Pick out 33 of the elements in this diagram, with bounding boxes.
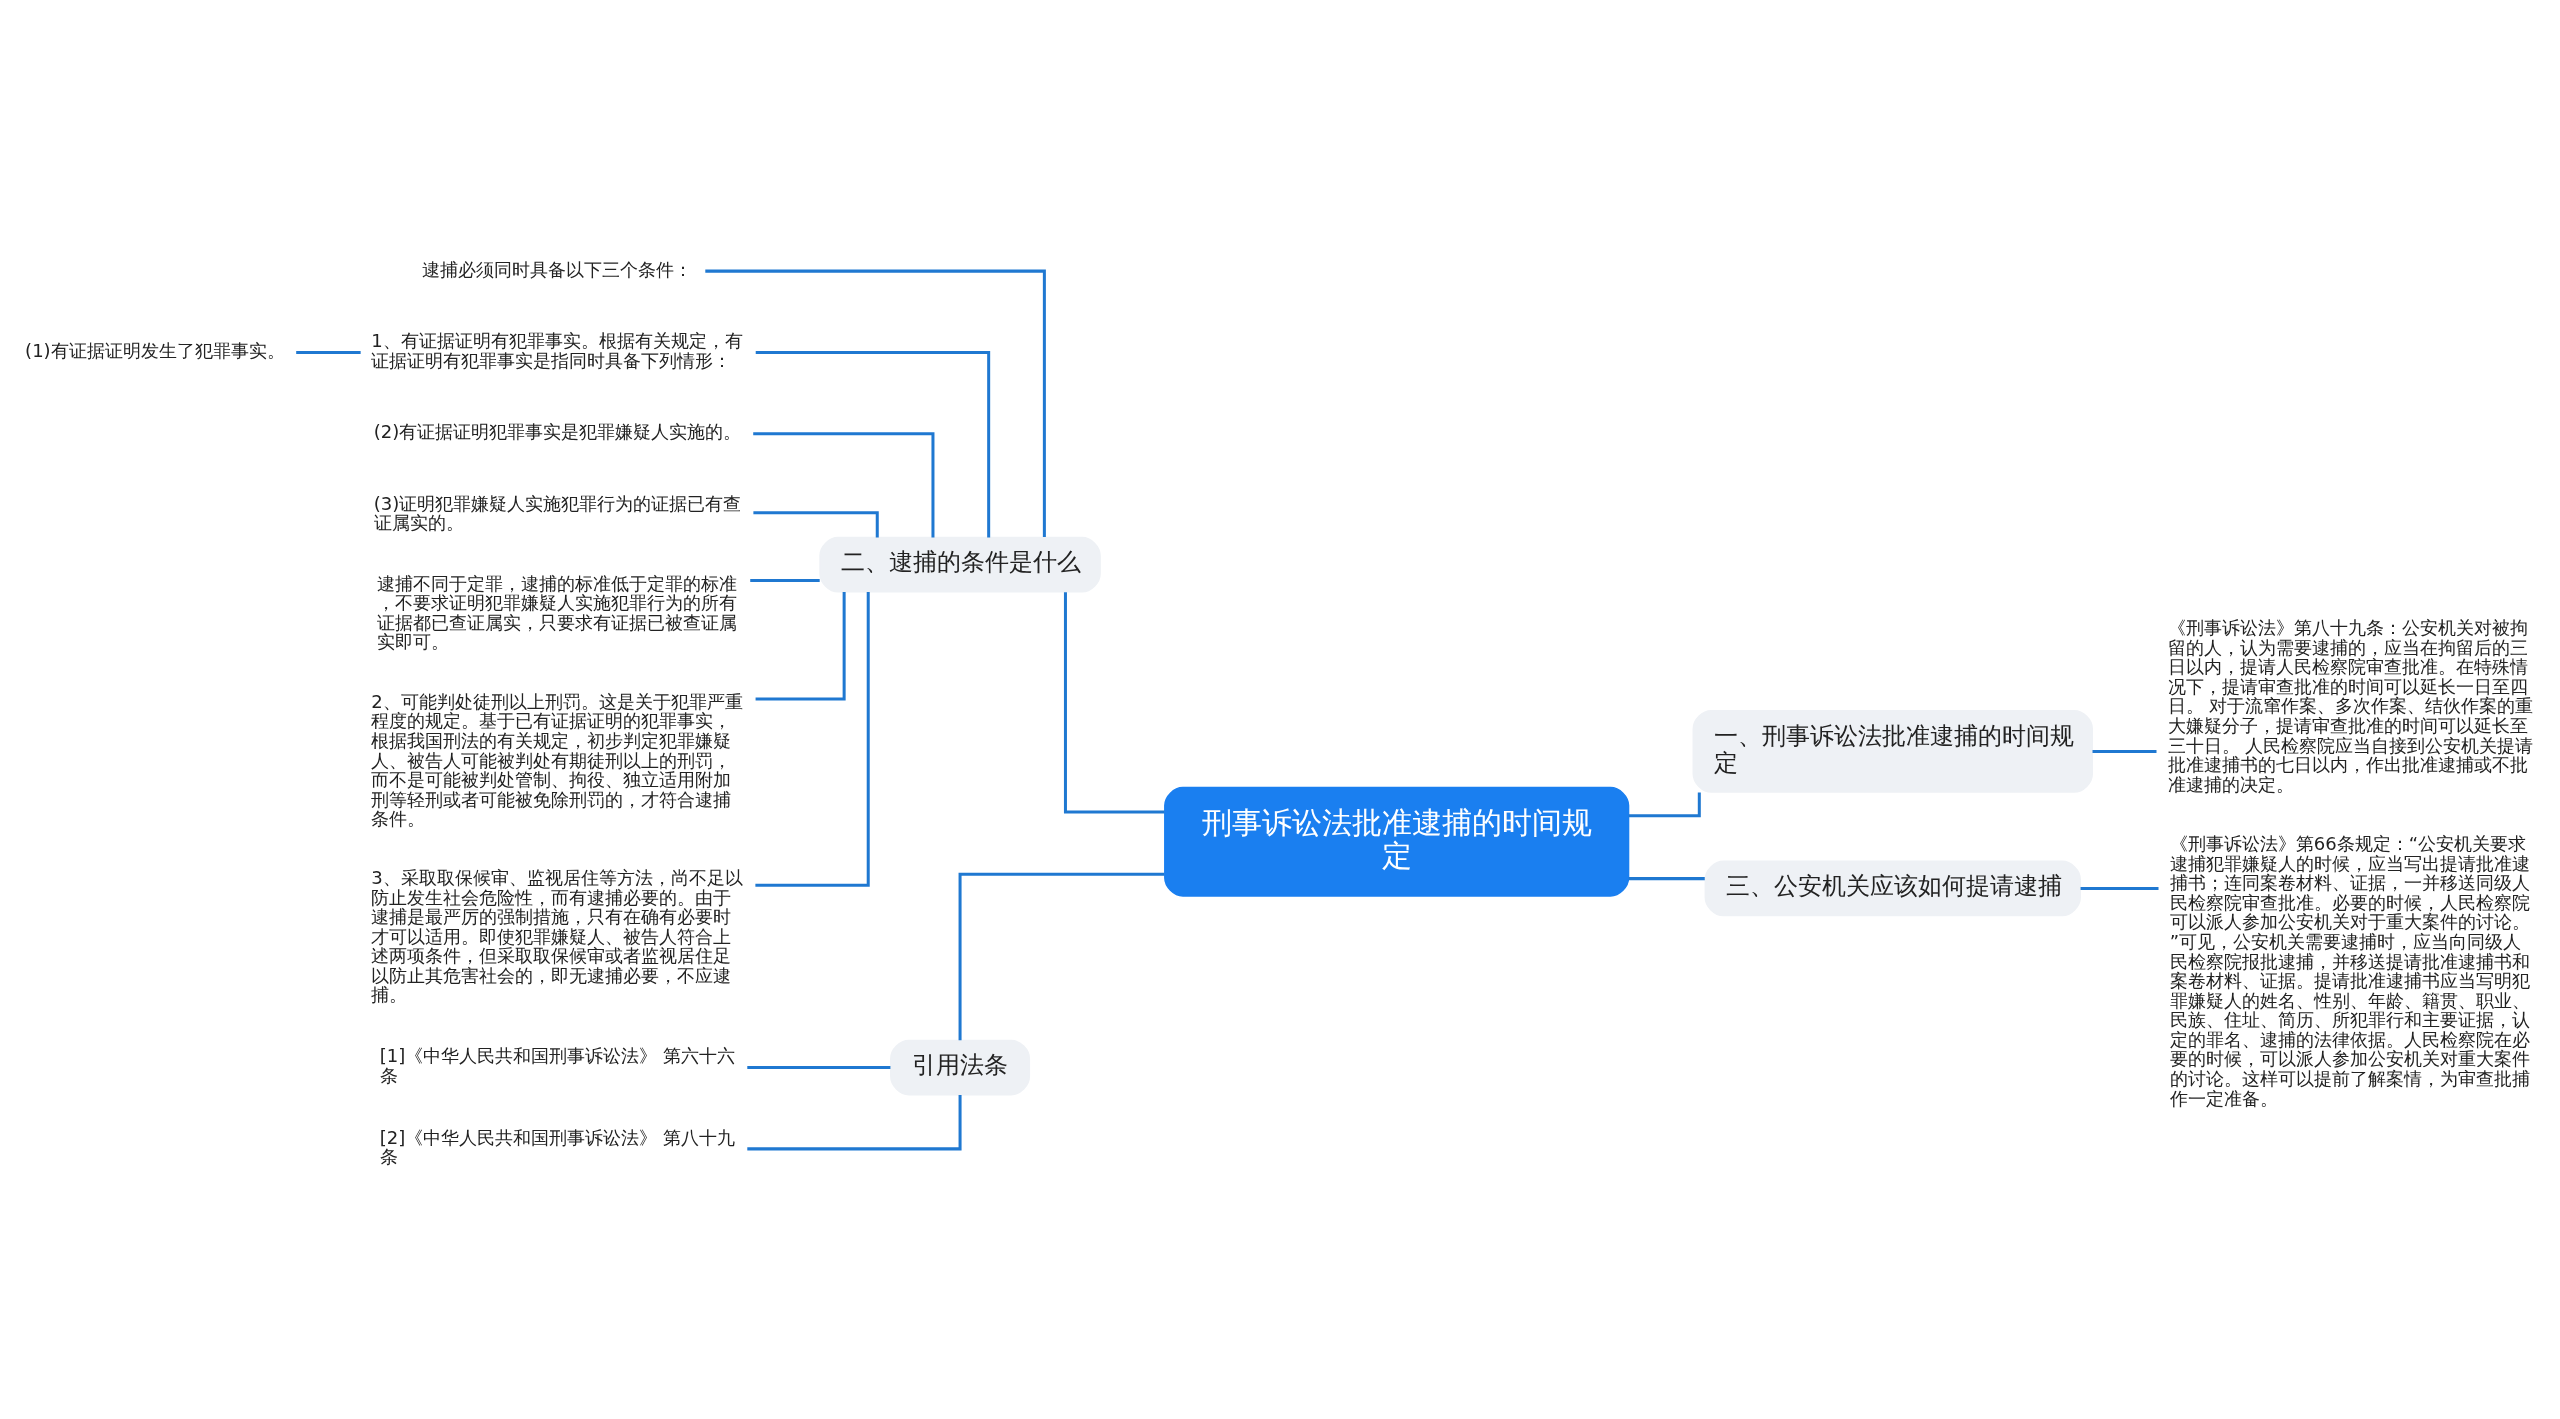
connector (755, 350, 991, 537)
node-text: (3)证明犯罪嫌疑人实施犯罪行为的证据已有查证属实的。 (373, 492, 742, 533)
node-text: 逮捕必须同时具备以下三个条件： (421, 258, 692, 280)
node-text: 2、可能判处徒刑以上刑罚。这是关于犯罪严重程度的规定。基于已有证据证明的犯罪事实，根据我国刑法的有关规定，初步判定犯罪嫌疑人、被告人可能被判处有期徒刑以上的刑罚，而不是可能被判处管制、拘役、独立适用附加刑等轻刑或者可能被免除刑罚的，才符合逮捕条件。 (371, 690, 743, 829)
connector (755, 591, 846, 701)
node-text: 3、采取取保候审、监视居住等方法，尚不足以防止发生社会危险性，而有逮捕必要的。由于逮捕是最严厉的强制措施，只有在确有必要时才可以适用。即使犯罪嫌疑人、被告人符合上述两项条件，但采取取保候审或者监视居住足以防止其危害社会的，即无逮捕必要，不应逮捕。 (371, 866, 743, 1005)
connector (753, 510, 879, 537)
node-text: 逮捕不同于定罪，逮捕的标准低于定罪的标准，不要求证明犯罪嫌疑人实施犯罪行为的所有证据都已查证属实，只要求有证据已被查证属实即可。 (376, 572, 737, 652)
connector (2080, 886, 2159, 890)
connector (2092, 749, 2157, 753)
node-box: 一、刑事诉讼法批准逮捕的时间规定 (1692, 709, 2093, 793)
node-text: 《刑事诉讼法》第66条规定：“公安机关要求逮捕犯罪嫌疑人的时候，应当写出提请批准逮捕书；连同案卷材料、证据，一并移送同级人民检察院审查批准。必要的时候，人民检察院可以派人参加公安机关对于重大案件的讨论。”可见，公安机关需要逮捕时，应当向同级人民检察院报批逮捕，并移送提请批准逮捕书和案卷材料、证据。提请批准逮捕书应当写明犯罪嫌疑人的姓名、性别、年龄、籍贯、职业、民族、住址、简历、所犯罪行和主要证据，认定的罪名、逮捕的法律依据。人民检察院在必要的时候，可以派人参加公安机关对重大案件的讨论。这样可以提前了解案情，为审查批捕作一定准备。 (2169, 832, 2530, 1109)
node-box: 刑事诉讼法批准逮捕的时间规定 (1164, 786, 1630, 897)
node-text: 1、有证据证明有犯罪事实。根据有关规定，有证据证明有犯罪事实是指同时具备下列情形： (371, 329, 743, 371)
node-box: 引用法条 (890, 1039, 1031, 1095)
connector (1628, 792, 1701, 817)
node-text: (1)有证据证明发生了犯罪事实。 (25, 339, 285, 361)
node-box: 二、逮捕的条件是什么 (819, 536, 1101, 593)
connector (753, 431, 935, 538)
node-text: 《刑事诉讼法》第八十九条：公安机关对被拘留的人，认为需要逮捕的，应当在拘留后的三日以内，提请人民检察院审查批准。在特殊情况下，提请审查批准的时间可以延长一日至四日。 对于流窜作案、多次作案、结伙作案的重大嫌疑分子，提请审查批准的时间可以延长至三十日。 人民检察院应当自接到公安机关提请批准逮捕书的七日以内，作出批准逮捕或不批准逮捕的决定。 (2167, 616, 2534, 795)
connector (705, 269, 1046, 537)
connector (747, 1094, 962, 1150)
connector (747, 1065, 891, 1069)
connector (958, 872, 1165, 1040)
connector (750, 578, 820, 582)
connector (1063, 591, 1165, 813)
node-text: [1]《中华人民共和国刑事诉讼法》 第六十六条 (379, 1044, 735, 1086)
connector (296, 350, 361, 354)
node-text: [2]《中华人民共和国刑事诉讼法》 第八十九条 (379, 1126, 735, 1167)
connector (1628, 876, 1705, 880)
node-text: (2)有证据证明犯罪事实是犯罪嫌疑人实施的。 (373, 420, 742, 442)
connector (755, 591, 870, 887)
node-box: 三、公安机关应该如何提请逮捕 (1704, 860, 2081, 916)
